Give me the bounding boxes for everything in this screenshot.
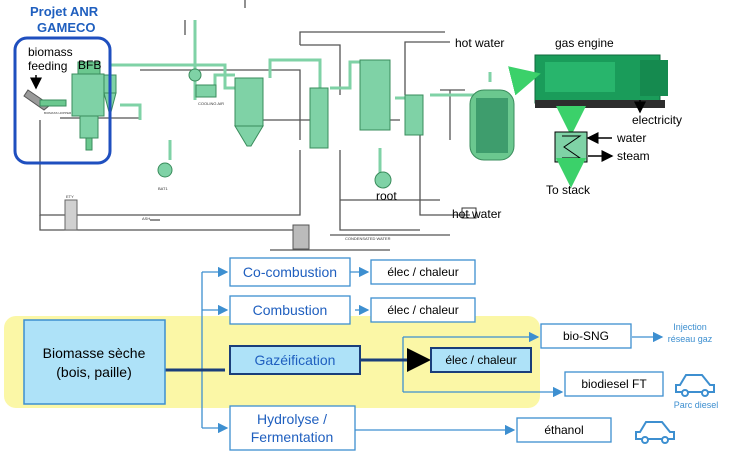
car-icon [675,374,715,397]
bfb-highlight-box [13,36,112,165]
combustion-box [229,295,351,325]
gas-engine [534,54,668,108]
source-label: Biomasse sèche [43,345,146,361]
fan-1 [157,162,173,178]
small-label-hopper: BIOMASS HOPPER [44,111,72,115]
bio-sng-label: bio-SNG [563,329,609,343]
injection-label-1: Injection [673,322,707,332]
co-combustion-output-box [370,259,476,285]
small-label-ety: ETY [66,194,74,199]
small-label-condensate: CONDENSATED WATER [345,236,391,241]
exhaust-heat-exchanger [554,131,588,163]
co-combustion-output-label: élec / chaleur [387,265,458,279]
gas-storage-tank [469,89,515,161]
source-box [23,319,166,405]
fan-2 [188,68,202,82]
hot-water-valve [461,207,477,219]
hydrolysis-label-2: Fermentation [251,429,333,445]
co-combustion-box [229,257,351,287]
cooling-air-unit [195,84,217,98]
gasification-output-box [430,347,532,373]
to-stack-label: To stack [546,183,591,197]
ethanol-label: éthanol [544,423,583,437]
small-label-cooling: COOLING AIR [198,101,224,106]
project-title-line1: Projet ANR [30,4,99,19]
bfb-label: BFB [78,58,101,72]
biomass-feeding-label-1: biomass [28,45,73,59]
hot-water-label-top: hot water [455,36,504,50]
biodiesel-ft-box [564,371,664,397]
gas-engine-label: gas engine [555,36,614,50]
water-label: water [616,131,646,145]
pathway-diagram: Biomasse sèche (bois, paille) Co-combust… [4,257,719,451]
car-icon [635,421,675,444]
cyclone-2 [234,77,264,147]
hot-water-label-bottom: hot water [452,207,501,221]
combustion-output-box [370,297,476,323]
co-combustion-label: Co-combustion [243,264,337,280]
gas-to-engine-arrow [508,66,541,96]
hydrolysis-label-1: Hydrolyse / [257,411,327,427]
heat-exchanger-2 [404,94,424,136]
biomass-hopper: BIOMASS HOPPER [23,89,72,115]
ethanol-box [516,417,612,443]
gasification-output-label: élec / chaleur [445,353,516,367]
biodiesel-ft-label: biodiesel FT [581,377,647,391]
bfb-reactor [71,61,105,151]
bio-sng-box [540,323,632,349]
root-label: root [376,189,397,203]
process-flowsheet: BIOMASS HOPPER ETY ASH BAT1 COOLING AIR [13,0,682,251]
project-title-line2: GAMECO [37,20,96,35]
small-label-bat: BAT1 [158,186,168,191]
steam-label: steam [617,149,650,163]
small-label-ash: ASH [142,216,150,221]
biomass-feeding-label-2: feeding [28,59,67,73]
gasification-box [229,345,361,375]
combustion-output-label: élec / chaleur [387,303,458,317]
parc-diesel-label: Parc diesel [674,400,719,410]
electricity-label: electricity [632,113,682,127]
source-sublabel: (bois, paille) [56,364,131,380]
condensate-filter [292,224,310,250]
combustion-label: Combustion [253,302,328,318]
root-pump [374,171,392,189]
gasification-label: Gazéification [255,352,336,368]
scrubber-column [359,59,391,131]
hydrolysis-box [229,405,356,451]
ash-tank [64,199,78,231]
heat-exchanger-1 [309,87,329,149]
injection-label-2: réseau gaz [668,334,713,344]
